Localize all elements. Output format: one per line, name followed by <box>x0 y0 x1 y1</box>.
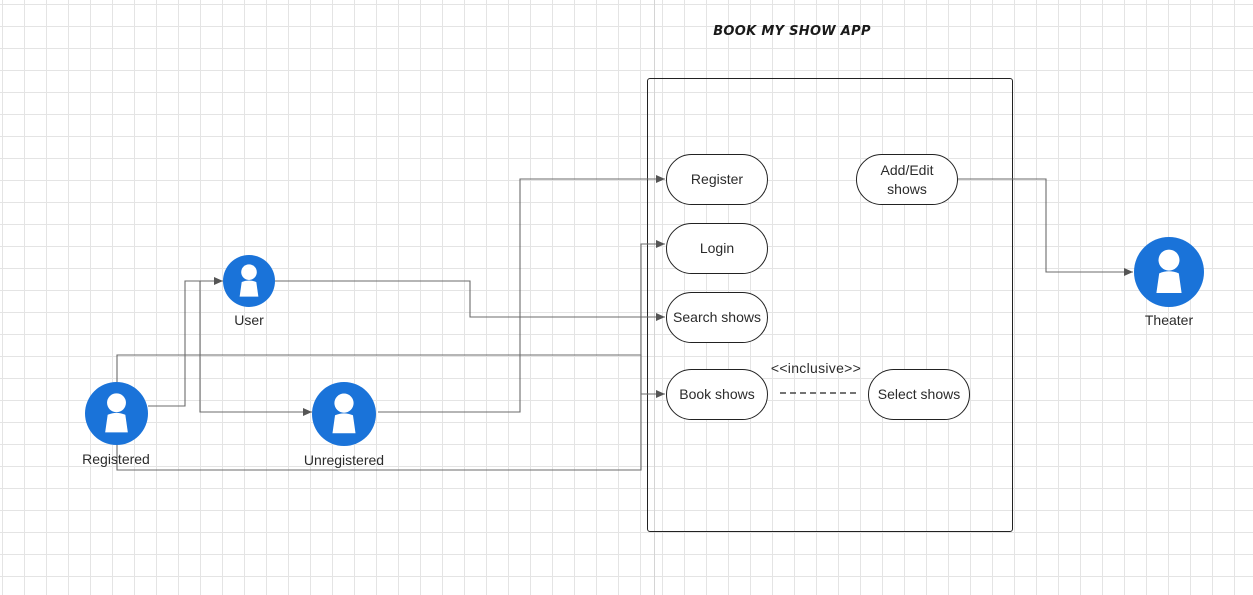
actor-user-label: User <box>234 312 264 328</box>
connector-registered-login[interactable] <box>116 240 665 471</box>
connector-add-edit-theater[interactable] <box>958 178 1133 276</box>
person-icon <box>1156 249 1182 293</box>
connector-registered-user[interactable] <box>148 277 223 407</box>
system-boundary[interactable] <box>647 78 1013 532</box>
actor-registered-icon[interactable] <box>85 382 148 445</box>
person-icon <box>105 393 128 433</box>
diagram-title: BOOK MY SHOW APP <box>713 24 871 39</box>
actor-unregistered-label: Unregistered <box>303 452 385 468</box>
connector-unregistered-register[interactable] <box>378 175 665 413</box>
usecase-login[interactable]: Login <box>666 223 768 274</box>
usecase-register[interactable]: Register <box>666 154 768 205</box>
actor-registered-label: Registered <box>82 451 150 467</box>
actor-theater-label: Theater <box>1144 312 1194 328</box>
person-icon <box>239 264 259 297</box>
person-icon <box>332 393 356 434</box>
connector-user-unregistered[interactable] <box>199 281 312 416</box>
canvas-divider <box>654 0 655 595</box>
usecase-search-shows[interactable]: Search shows <box>666 292 768 343</box>
actor-unregistered-icon[interactable] <box>312 382 376 446</box>
usecase-add-edit-shows[interactable]: Add/Edit shows <box>856 154 958 205</box>
actor-theater-icon[interactable] <box>1134 237 1204 307</box>
connector-registered-book-shows[interactable] <box>116 354 665 398</box>
connector-user-search-shows[interactable] <box>275 280 665 321</box>
include-stereotype-label: <<inclusive>> <box>770 360 862 376</box>
usecase-select-shows[interactable]: Select shows <box>868 369 970 420</box>
actor-user-icon[interactable] <box>223 255 275 307</box>
usecase-book-shows[interactable]: Book shows <box>666 369 768 420</box>
